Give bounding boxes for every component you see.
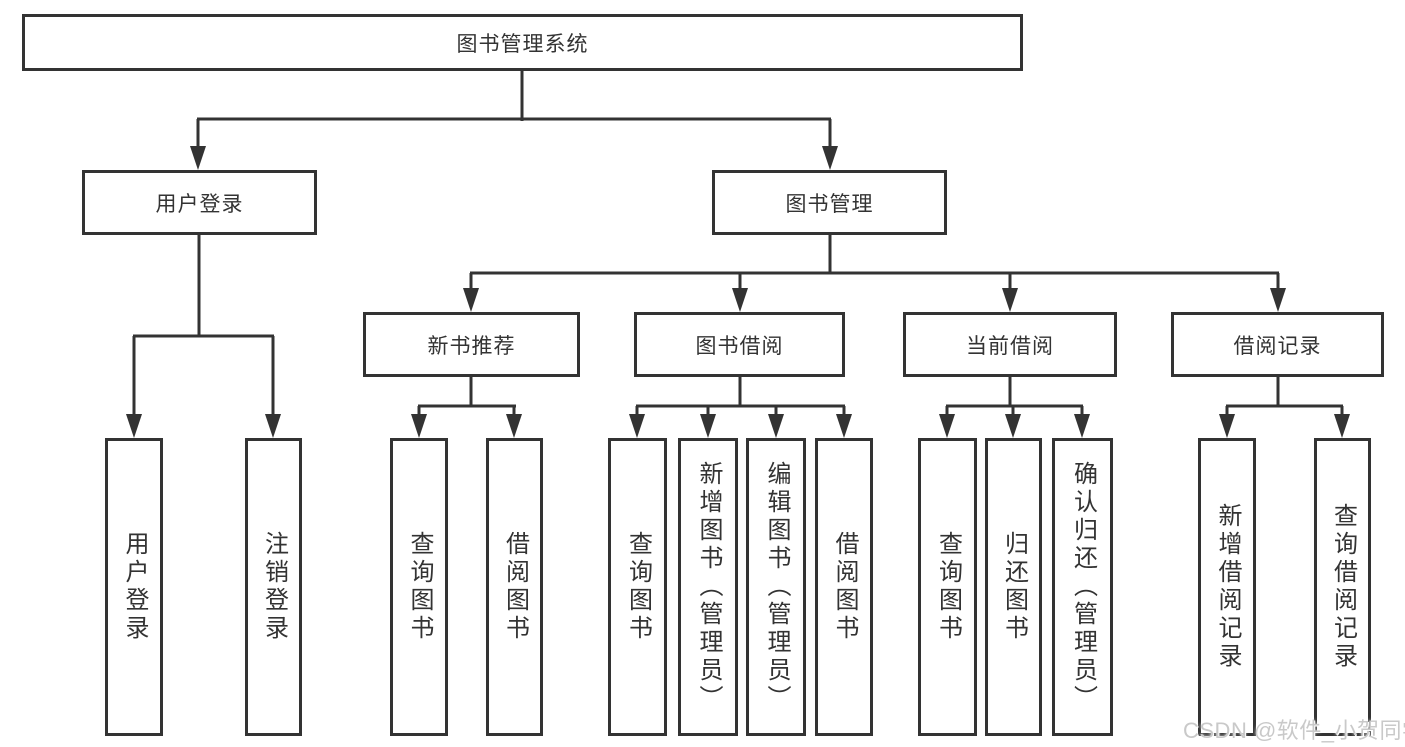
- leaf-return-books-label: 归还图书: [1000, 531, 1028, 643]
- node-library-management-system: 图书管理系统: [22, 14, 1023, 71]
- leaf-add-books-admin-label: 新增图书（管理员）: [695, 461, 722, 713]
- node-borrow-records: 借阅记录: [1171, 312, 1384, 377]
- leaf-add-borrow-record: 新增借阅记录: [1198, 438, 1256, 736]
- leaf-query-borrow-record: 查询借阅记录: [1314, 438, 1371, 736]
- leaf-query-borrow-record-label: 查询借阅记录: [1329, 503, 1357, 671]
- leaf-user-login-label: 用户登录: [121, 531, 148, 643]
- node-current-borrowing: 当前借阅: [903, 312, 1117, 377]
- node-new-book-recommend: 新书推荐: [363, 312, 580, 377]
- leaf-query-books-borrow-label: 查询图书: [624, 531, 652, 643]
- leaf-borrow-books-label: 借阅图书: [831, 531, 858, 643]
- leaf-logout-label: 注销登录: [260, 531, 288, 643]
- leaf-user-login: 用户登录: [105, 438, 163, 736]
- connector-segments: [132, 70, 1344, 420]
- leaf-confirm-return-admin: 确认归还（管理员）: [1052, 438, 1113, 736]
- leaf-query-books-recommend-label: 查询图书: [406, 531, 433, 643]
- leaf-confirm-return-admin-label: 确认归还（管理员）: [1069, 461, 1097, 713]
- leaf-borrow-books-recommend-label: 借阅图书: [501, 531, 529, 643]
- leaf-query-books-borrow: 查询图书: [608, 438, 667, 736]
- node-user-login: 用户登录: [82, 170, 317, 235]
- arrowheads: [126, 146, 1350, 438]
- node-book-management: 图书管理: [712, 170, 947, 235]
- leaf-logout: 注销登录: [245, 438, 302, 736]
- leaf-edit-books-admin-label: 编辑图书（管理员）: [763, 461, 790, 713]
- leaf-query-books-current-label: 查询图书: [934, 531, 962, 643]
- leaf-query-books-recommend: 查询图书: [390, 438, 448, 736]
- watermark-text: CSDN @软件_小贺同学: [1183, 718, 1405, 743]
- leaf-return-books: 归还图书: [985, 438, 1042, 736]
- leaf-add-borrow-record-label: 新增借阅记录: [1214, 503, 1241, 671]
- leaf-borrow-books: 借阅图书: [815, 438, 873, 736]
- leaf-edit-books-admin: 编辑图书（管理员）: [746, 438, 806, 736]
- node-book-borrowing: 图书借阅: [634, 312, 845, 377]
- leaf-borrow-books-recommend: 借阅图书: [486, 438, 543, 736]
- leaf-query-books-current: 查询图书: [918, 438, 977, 736]
- leaf-add-books-admin: 新增图书（管理员）: [678, 438, 738, 736]
